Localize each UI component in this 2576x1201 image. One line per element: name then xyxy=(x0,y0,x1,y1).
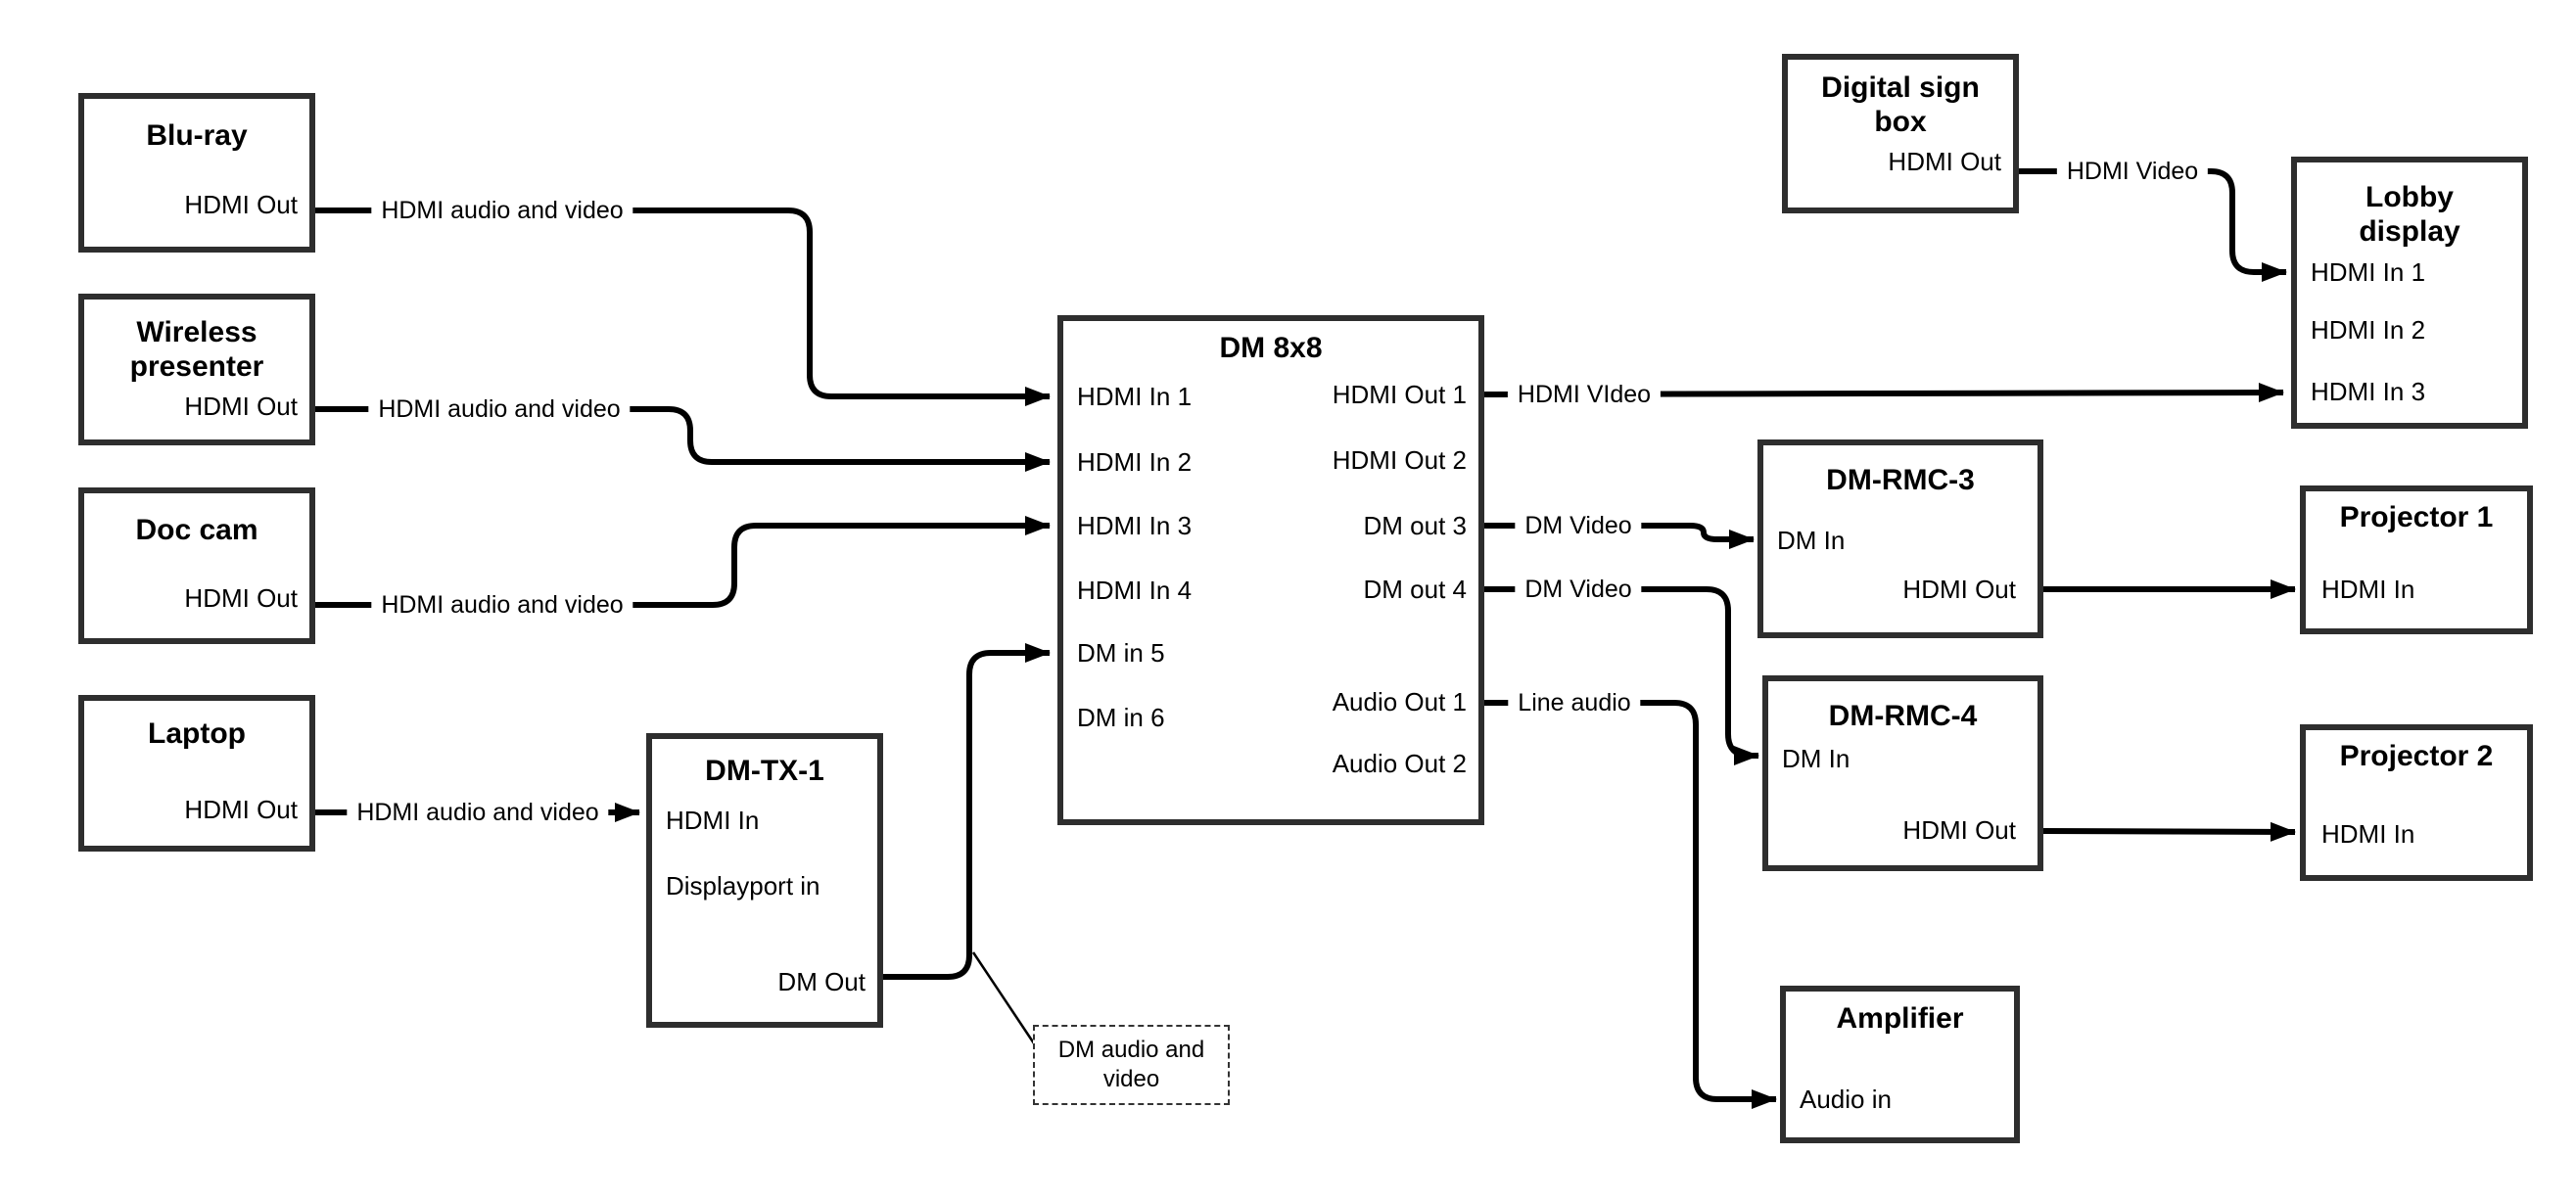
box-projector2: Projector 2 HDMI In xyxy=(2300,724,2533,881)
box-lobby-port-hdmi-in-2: HDMI In 2 xyxy=(2311,315,2426,345)
box-projector1: Projector 1 HDMI In xyxy=(2300,485,2533,634)
box-dmrmc3-port-dm-in: DM In xyxy=(1777,526,1846,555)
box-doccam: Doc cam HDMI Out xyxy=(78,487,315,644)
box-dm8x8-port-hdmi-in-4: HDMI In 4 xyxy=(1077,576,1193,605)
box-dm8x8-port-dm-in-6: DM in 6 xyxy=(1077,703,1165,732)
box-amplifier-port-audio-in: Audio in xyxy=(1800,1085,1892,1114)
box-bluray-port-hdmi-out: HDMI Out xyxy=(184,190,298,219)
box-projector1-title: Projector 1 xyxy=(2339,501,2494,533)
connector-digitalsign-to-lobby-in1 xyxy=(2019,168,2287,282)
box-dmtx1: DM-TX-1 HDMI In Displayport in DM Out xyxy=(646,733,883,1028)
connector-dm8x8-out3-to-dmrmc3 xyxy=(1484,523,1755,549)
box-dm8x8-port-hdmi-in-3: HDMI In 3 xyxy=(1077,511,1193,540)
box-dm8x8-port-dm-in-5: DM in 5 xyxy=(1077,638,1165,668)
box-digital-sign-port-hdmi-out: HDMI Out xyxy=(1888,147,2001,176)
box-digital-sign: Digital sign box HDMI Out xyxy=(1782,54,2019,213)
box-dm8x8-port-hdmi-in-2: HDMI In 2 xyxy=(1077,447,1193,477)
box-dm8x8-port-hdmi-out-2: HDMI Out 2 xyxy=(1332,445,1467,475)
box-dm8x8-port-dm-out-3: DM out 3 xyxy=(1363,511,1468,540)
label-audio-out1-line: Line audio xyxy=(1508,688,1641,717)
box-bluray: Blu-ray HDMI Out xyxy=(78,93,315,253)
box-doccam-port-hdmi-out: HDMI Out xyxy=(184,583,298,613)
box-dmrmc3-port-hdmi-out: HDMI Out xyxy=(1902,575,2016,604)
box-dm8x8-port-audio-out-1: Audio Out 1 xyxy=(1332,687,1467,716)
callout-dm-audio-video-text: DM audio and video xyxy=(1057,1037,1205,1092)
connector-doccam-to-dm8x8-in3 xyxy=(315,516,1051,608)
box-wireless-presenter: Wireless presenter HDMI Out xyxy=(78,294,315,445)
callout-leader-line xyxy=(971,951,1036,1044)
box-lobby-display: Lobby display HDMI In 1 HDMI In 2 HDMI I… xyxy=(2291,157,2528,429)
box-dm8x8-port-hdmi-out-1: HDMI Out 1 xyxy=(1332,380,1467,409)
box-dmrmc3-title: DM-RMC-3 xyxy=(1826,464,1975,496)
box-laptop-port-hdmi-out: HDMI Out xyxy=(184,795,298,824)
box-lobby-display-title: Lobby display xyxy=(2359,181,2460,248)
connector-wireless-to-dm8x8-in2 xyxy=(315,406,1051,472)
box-wireless-presenter-title: Wireless presenter xyxy=(129,316,264,383)
connector-bluray-to-dm8x8-in1 xyxy=(315,208,1051,406)
connector-dm8x8-out4-to-dmrmc4 xyxy=(1484,586,1759,765)
box-dmtx1-port-displayport-in: Displayport in xyxy=(666,871,820,901)
box-dmtx1-port-hdmi-in: HDMI In xyxy=(666,806,760,835)
label-dm-out3-line: DM Video xyxy=(1515,511,1642,540)
box-projector1-port-hdmi-in: HDMI In xyxy=(2321,575,2415,604)
box-dmrmc4-title: DM-RMC-4 xyxy=(1828,700,1978,732)
label-dm-out4-line: DM Video xyxy=(1515,575,1642,604)
box-dmrmc3: DM-RMC-3 DM In HDMI Out xyxy=(1757,439,2043,638)
box-laptop-title: Laptop xyxy=(148,717,246,750)
box-dmrmc4-port-dm-in: DM In xyxy=(1782,744,1850,773)
box-dm8x8-title: DM 8x8 xyxy=(1219,332,1323,364)
box-dmrmc4-port-hdmi-out: HDMI Out xyxy=(1902,815,2016,845)
box-dmtx1-port-dm-out: DM Out xyxy=(777,967,866,996)
box-dm8x8: DM 8x8 HDMI In 1 HDMI In 2 HDMI In 3 HDM… xyxy=(1057,315,1484,825)
label-hdmi-out1-line: HDMI VIdeo xyxy=(1507,380,1662,409)
box-projector2-title: Projector 2 xyxy=(2339,740,2494,772)
label-digitalsign-line: HDMI Video xyxy=(2056,157,2209,186)
label-laptop-line: HDMI audio and video xyxy=(347,798,609,827)
box-amplifier: Amplifier Audio in xyxy=(1780,986,2020,1143)
box-projector2-port-hdmi-in: HDMI In xyxy=(2321,819,2415,849)
label-wireless-line: HDMI audio and video xyxy=(368,394,631,424)
connector-dmtx1-to-dm8x8-in5 xyxy=(883,643,1051,980)
box-lobby-port-hdmi-in-1: HDMI In 1 xyxy=(2311,257,2426,287)
label-doccam-line: HDMI audio and video xyxy=(371,590,633,620)
box-wireless-presenter-port-hdmi-out: HDMI Out xyxy=(184,392,298,421)
box-laptop: Laptop HDMI Out xyxy=(78,695,315,852)
box-doccam-title: Doc cam xyxy=(135,514,258,546)
box-lobby-port-hdmi-in-3: HDMI In 3 xyxy=(2311,377,2426,406)
box-dm8x8-port-hdmi-in-1: HDMI In 1 xyxy=(1077,382,1193,411)
callout-dm-audio-video: DM audio and video xyxy=(1033,1025,1230,1105)
box-dm8x8-port-audio-out-2: Audio Out 2 xyxy=(1332,749,1467,778)
box-bluray-title: Blu-ray xyxy=(146,119,248,152)
connector-dm8x8-audio1-to-amplifier xyxy=(1484,700,1777,1109)
box-amplifier-title: Amplifier xyxy=(1836,1002,1964,1035)
label-bluray-line: HDMI audio and video xyxy=(371,196,633,225)
box-dmrmc4: DM-RMC-4 DM In HDMI Out xyxy=(1762,675,2043,871)
box-dm8x8-port-dm-out-4: DM out 4 xyxy=(1363,575,1468,604)
connector-dmrmc4-to-proj2 xyxy=(2042,821,2296,842)
box-dmtx1-title: DM-TX-1 xyxy=(705,755,824,787)
box-digital-sign-title: Digital sign box xyxy=(1821,71,1980,138)
